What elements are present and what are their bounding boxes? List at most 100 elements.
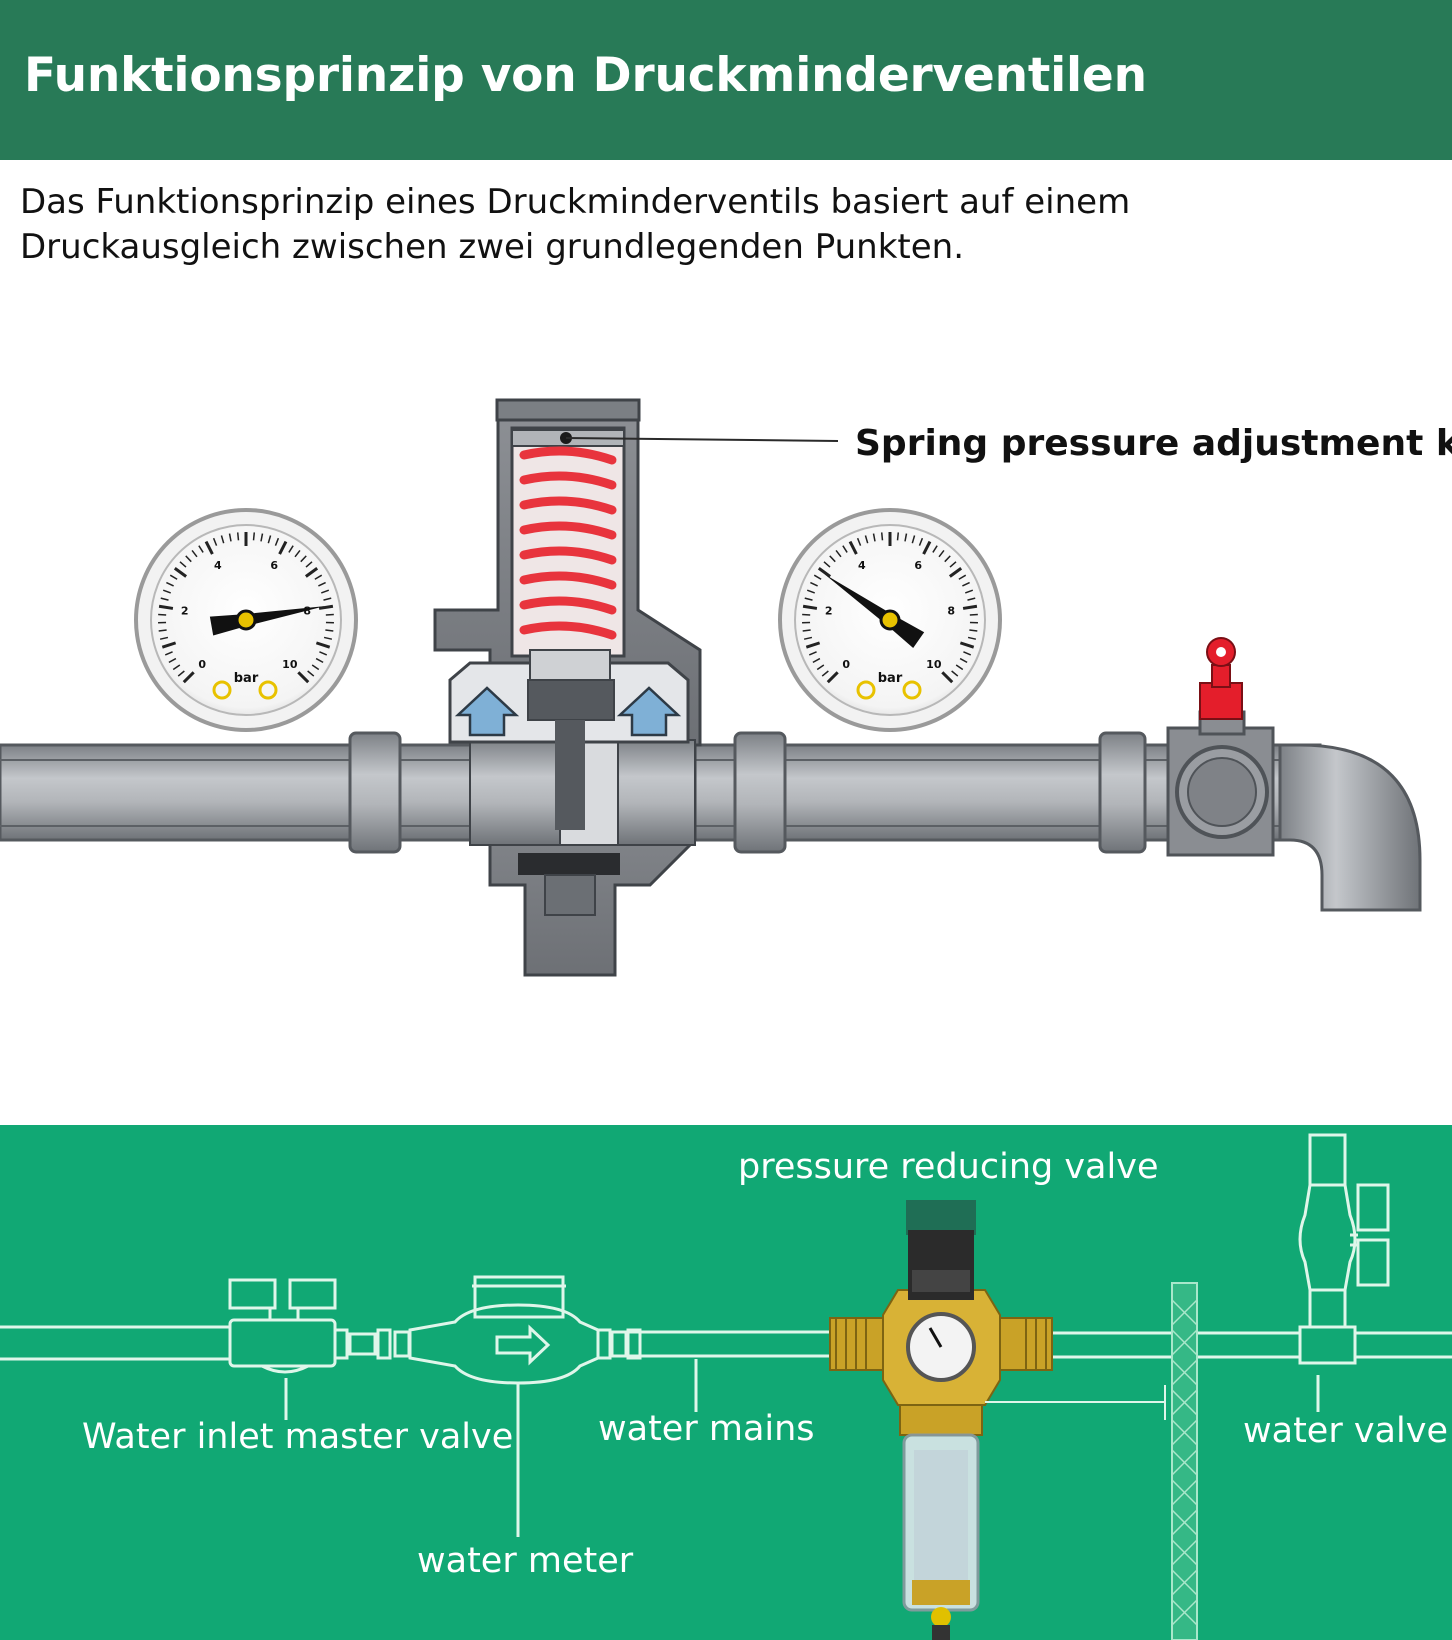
label-water-inlet-master-valve: Water inlet master valve bbox=[82, 1417, 513, 1457]
gauge-tick bbox=[228, 533, 232, 542]
gauge-tick bbox=[932, 545, 938, 553]
gauge-needle bbox=[824, 574, 925, 648]
gauge-tick-label: 6 bbox=[914, 559, 922, 572]
gauge-tick bbox=[198, 545, 204, 553]
gauge-tick bbox=[318, 581, 326, 587]
gauge-tick-label: 6 bbox=[270, 559, 278, 572]
gauge-tick bbox=[803, 636, 813, 640]
gauge-tick bbox=[177, 670, 185, 677]
gauge-tick-label: 10 bbox=[926, 658, 942, 671]
gauge-tick bbox=[321, 589, 330, 594]
label-pressure-reducing-valve: pressure reducing valve bbox=[738, 1147, 1158, 1187]
gauge-tick bbox=[304, 567, 319, 578]
intro-line-2: Druckausgleich zwischen zwei grundlegend… bbox=[20, 227, 964, 267]
gauge-tick bbox=[969, 629, 978, 632]
gauge-tick bbox=[323, 636, 333, 640]
gauge-tick bbox=[856, 537, 862, 546]
pipe-couplings bbox=[348, 731, 1147, 854]
gauge-mark bbox=[856, 680, 876, 700]
elbow-pipe bbox=[1278, 743, 1422, 912]
gauge-tick-label: 2 bbox=[825, 604, 833, 617]
intro-line-1: Das Funktionsprinzip eines Druckminderve… bbox=[20, 182, 1131, 222]
gauge-tick-label: 4 bbox=[214, 559, 222, 572]
gauge-tick bbox=[294, 550, 301, 558]
gauge-tick bbox=[166, 581, 174, 587]
gauge-tick bbox=[804, 597, 813, 601]
gauge-tick bbox=[160, 597, 169, 601]
gauge-mark bbox=[212, 680, 232, 700]
gauge-tick bbox=[962, 581, 970, 587]
gauge-tick bbox=[922, 540, 932, 555]
gauge-tick-label: 2 bbox=[181, 604, 189, 617]
gauge-tick bbox=[911, 535, 916, 544]
gauge-tick bbox=[325, 629, 334, 632]
gauge-tick bbox=[305, 561, 313, 568]
gauge-tick bbox=[823, 561, 831, 568]
gauge-hub bbox=[235, 609, 257, 631]
gauge-mark bbox=[258, 680, 278, 700]
gauge-tick bbox=[829, 555, 836, 563]
wall-section bbox=[985, 1282, 1198, 1640]
gauge-tick-label: 8 bbox=[947, 604, 955, 617]
gauge-tick bbox=[959, 657, 968, 664]
gauge-tick bbox=[802, 613, 811, 616]
gauge-tick bbox=[300, 555, 307, 563]
gauge-unit: bar bbox=[878, 671, 903, 686]
spring bbox=[519, 446, 617, 640]
gauge-tick bbox=[835, 550, 842, 558]
gauge-tick bbox=[810, 581, 818, 587]
gauge-tick bbox=[826, 671, 839, 684]
gauge-tick bbox=[274, 537, 280, 546]
gauge-tick bbox=[955, 664, 964, 671]
gauge-tick bbox=[965, 589, 974, 594]
gauge-tick bbox=[185, 555, 192, 563]
gauge-tick bbox=[967, 636, 977, 640]
gauge-tick-label: 4 bbox=[858, 559, 866, 572]
gauge-tick bbox=[958, 574, 967, 580]
gauge-tick bbox=[236, 532, 240, 541]
gauge-tick bbox=[307, 670, 315, 677]
gauge-tick bbox=[848, 540, 858, 555]
gauge-tick bbox=[191, 550, 198, 558]
pressure-reducing-valve-product bbox=[829, 1200, 1053, 1640]
gauge-tick bbox=[802, 629, 811, 632]
gauge-tick bbox=[179, 561, 187, 568]
gauge-tick bbox=[164, 651, 173, 656]
gauge-tick bbox=[817, 567, 832, 578]
gauge-tick bbox=[325, 613, 334, 616]
water-meter bbox=[408, 1275, 698, 1537]
gauge-tick bbox=[812, 657, 821, 664]
gauge-tick bbox=[267, 535, 272, 544]
knob-leader-line bbox=[565, 437, 839, 442]
gauge-tick bbox=[816, 664, 825, 671]
gauge-hub bbox=[879, 609, 901, 631]
gauge-tick bbox=[260, 533, 264, 542]
gauge-tick bbox=[158, 629, 167, 632]
label-water-mains: water mains bbox=[598, 1409, 815, 1449]
gauge-tick bbox=[319, 651, 328, 656]
gauge-tick bbox=[288, 545, 294, 553]
gauge-tick bbox=[959, 641, 975, 649]
gauge-tick bbox=[318, 604, 334, 610]
gauge-tick bbox=[278, 540, 288, 555]
gauge-tick bbox=[904, 533, 908, 542]
gauge-tick bbox=[311, 664, 320, 671]
gauge-tick bbox=[161, 641, 177, 649]
gauge-tick bbox=[169, 574, 178, 580]
label-water-meter: water meter bbox=[417, 1541, 634, 1581]
gauge-tick bbox=[813, 574, 822, 580]
gauge-tick bbox=[949, 561, 957, 568]
gauge-tick bbox=[948, 567, 963, 578]
gauge-tick-label: 0 bbox=[198, 658, 206, 671]
gauge-tick bbox=[172, 664, 181, 671]
gauge-tick-label: 8 bbox=[303, 604, 311, 617]
gauge-tick bbox=[951, 670, 959, 677]
install-background bbox=[0, 1125, 1452, 1640]
pressure-arrows bbox=[454, 686, 682, 737]
gauge-tick bbox=[182, 671, 195, 684]
gauge-tick bbox=[821, 670, 829, 677]
gauge-tick bbox=[323, 597, 332, 601]
gauge-tick bbox=[880, 532, 884, 541]
